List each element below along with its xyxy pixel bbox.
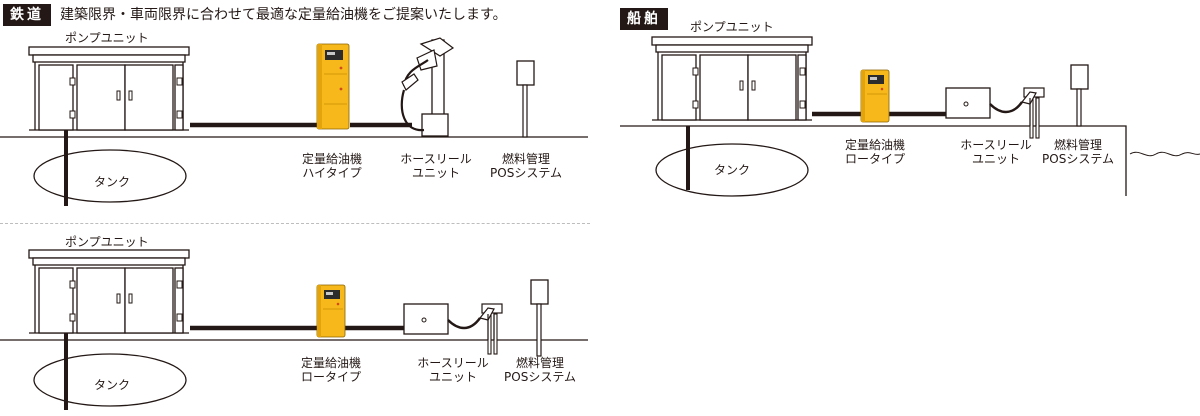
dispenser-label: 定量給油機ロータイプ <box>844 138 906 166</box>
pos-terminal <box>516 60 535 138</box>
tank-label: タンク <box>94 175 131 189</box>
pump-unit-label: ポンプユニット <box>65 235 149 249</box>
hose-reel-label: ホースリールユニット <box>400 152 472 180</box>
dispenser-low <box>860 69 890 123</box>
tank-shape <box>33 149 187 203</box>
rail-top-scene <box>0 37 588 206</box>
hose-reel-unit <box>402 302 504 356</box>
dispenser-label: 定量給油機ハイタイプ <box>301 152 363 180</box>
pos-terminal <box>1070 64 1089 127</box>
hose-reel-stand-high <box>400 37 455 137</box>
rail-bottom-scene <box>0 249 588 410</box>
dispenser-label: 定量給油機ロータイプ <box>300 356 362 384</box>
tank-label: タンク <box>714 163 751 177</box>
quay-edge <box>620 125 1127 196</box>
tank-label: タンク <box>94 378 131 392</box>
pump-unit-label: ポンプユニット <box>690 20 774 34</box>
dispenser-high <box>316 43 350 130</box>
tank-shape <box>33 353 187 407</box>
rail-tag: 鉄道 <box>3 4 51 26</box>
hose-reel-label: ホースリールユニット <box>417 356 489 384</box>
water-wave <box>1129 151 1200 157</box>
pump-unit-housing <box>28 249 190 334</box>
hose-reel-label: ホースリールユニット <box>960 138 1032 166</box>
ship-tag: 船舶 <box>620 8 668 30</box>
hose-reel-unit <box>944 86 1046 140</box>
pump-unit-label: ポンプユニット <box>65 31 149 45</box>
section-divider <box>0 223 590 224</box>
dispenser-low <box>316 284 346 338</box>
rail-heading: 建築限界・車両限界に合わせて最適な定量給油機をご提案いたします。 <box>60 7 507 23</box>
pos-terminal <box>530 279 549 357</box>
ship-scene <box>620 36 1200 197</box>
pump-unit-housing <box>28 46 190 131</box>
pump-unit-housing <box>651 36 813 121</box>
tank-shape <box>655 143 809 197</box>
